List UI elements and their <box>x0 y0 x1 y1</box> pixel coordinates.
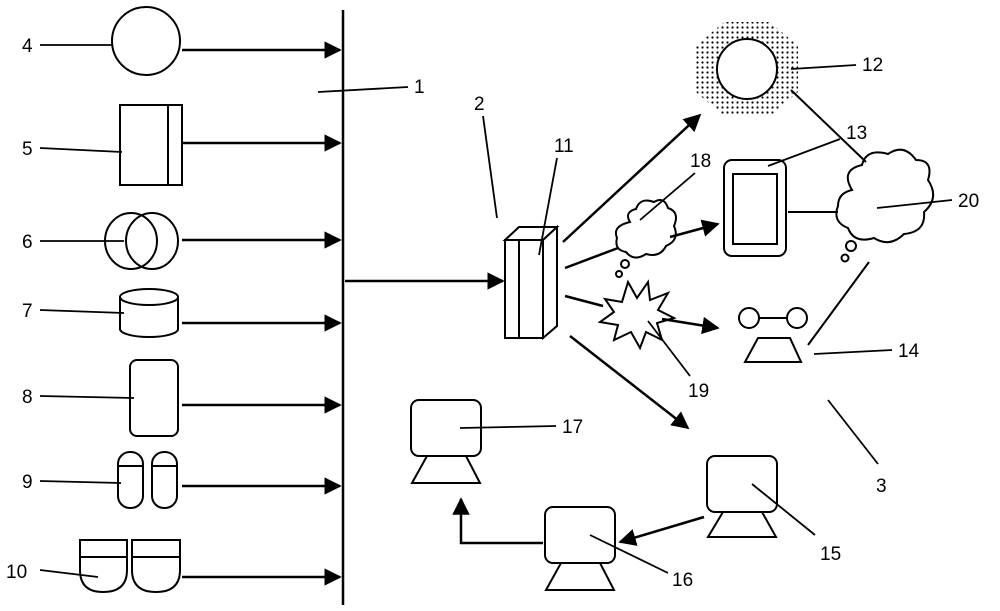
label-15: 15 <box>820 544 841 565</box>
leader-2 <box>482 115 498 219</box>
leader-1 <box>317 86 409 93</box>
hub-pillar <box>502 224 560 341</box>
device-8-rounded-box <box>129 359 179 437</box>
device-17-monitor <box>410 399 482 484</box>
device-4-circle <box>111 6 181 76</box>
arrow-cloud18-to-phone <box>669 219 720 239</box>
link-sun-to-cloud20 <box>790 89 867 163</box>
label-4: 4 <box>22 36 33 57</box>
label-16: 16 <box>672 570 693 591</box>
label-20: 20 <box>958 191 979 212</box>
label-18: 18 <box>690 151 711 172</box>
device-10-cups <box>79 539 181 594</box>
leader-15 <box>751 483 816 536</box>
leader-12 <box>790 64 857 70</box>
device-5-box <box>119 104 183 186</box>
arrow-hub-to-sun <box>562 113 702 243</box>
arrow-burst-to-terminal <box>661 316 720 335</box>
arrow-hub-to-burst <box>564 294 604 308</box>
leader-5 <box>39 147 123 153</box>
leader-11 <box>538 157 558 256</box>
leader-9 <box>39 480 122 484</box>
device-16-monitor <box>544 506 616 591</box>
leader-14 <box>813 349 893 355</box>
device-20-cloud <box>835 148 935 263</box>
leader-8 <box>39 395 135 399</box>
leader-19 <box>647 320 691 377</box>
leader-18 <box>639 172 696 221</box>
leader-17 <box>459 425 557 429</box>
signal-18-cloud <box>614 199 677 278</box>
label-8: 8 <box>22 387 33 408</box>
label-11: 11 <box>554 136 574 157</box>
label-3: 3 <box>876 476 887 497</box>
signal-19-burst <box>597 279 677 351</box>
device-14-terminal <box>738 307 808 363</box>
label-19: 19 <box>688 381 709 402</box>
label-17: 17 <box>562 417 583 438</box>
arrow-hub-to-cloud18 <box>564 246 619 270</box>
label-13: 13 <box>846 123 867 144</box>
leader-13 <box>767 138 841 167</box>
label-1: 1 <box>414 77 425 98</box>
arrow-monitor16-to-17 <box>452 497 543 545</box>
label-2: 2 <box>474 94 485 115</box>
label-5: 5 <box>22 139 33 160</box>
label-9: 9 <box>22 472 33 493</box>
leader-10 <box>39 569 99 578</box>
device-15-monitor <box>706 455 778 538</box>
device-12-sun <box>696 22 798 116</box>
label-7: 7 <box>22 301 33 322</box>
device-7-cylinder <box>119 288 179 338</box>
leader-7 <box>39 309 125 314</box>
arrow-hub-to-monitor15 <box>569 335 690 430</box>
leader-20 <box>876 199 953 209</box>
label-14: 14 <box>898 341 920 362</box>
leader-3 <box>827 399 879 465</box>
leader-16 <box>589 534 669 574</box>
label-6: 6 <box>22 232 33 253</box>
device-9-pills <box>117 451 178 509</box>
label-10: 10 <box>6 562 27 583</box>
label-12: 12 <box>862 55 883 76</box>
link-cloud20-to-terminal <box>807 261 870 346</box>
device-13-phone <box>723 159 787 257</box>
arrow-monitor15-to-16 <box>618 515 705 546</box>
